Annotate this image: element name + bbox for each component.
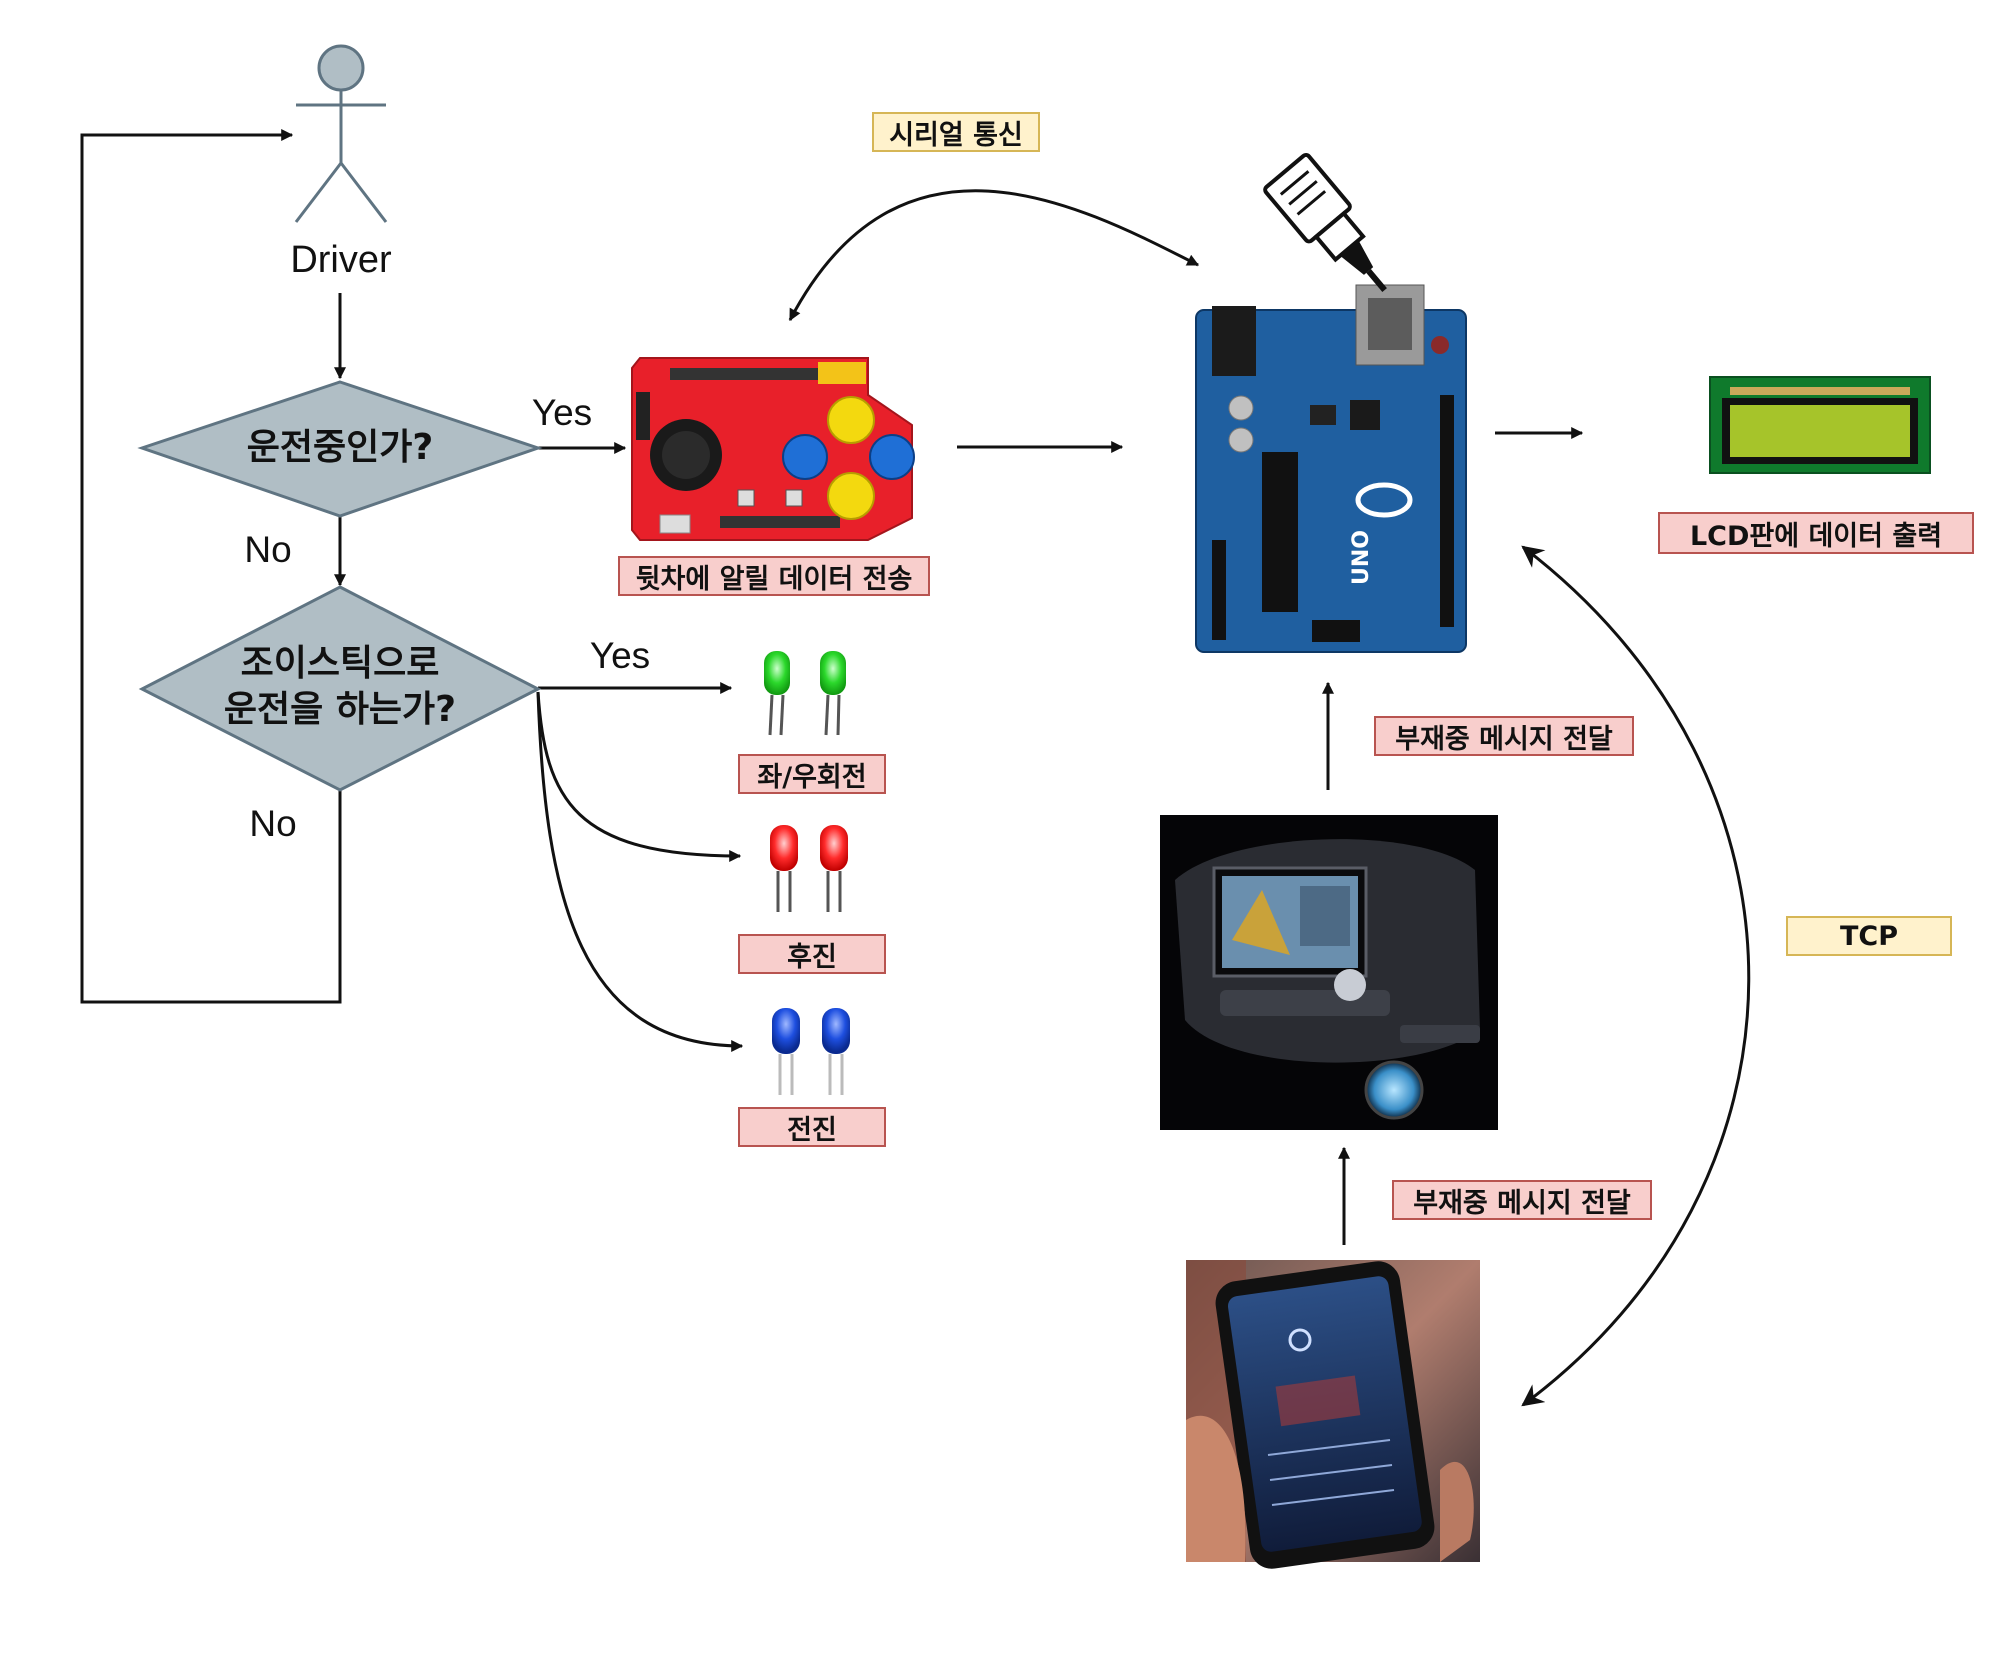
decision-driving [137, 380, 543, 518]
joystick-shield-image [631, 357, 915, 541]
reverse-label: 후진 [738, 934, 886, 974]
send-to-rear-car-label: 뒷차에 알릴 데이터 전송 [618, 556, 930, 596]
svg-text:UNO: UNO [1349, 530, 1374, 585]
lcd-display-image [1709, 376, 1931, 474]
absent-message-label-upper: 부재중 메시지 전달 [1374, 716, 1634, 756]
branch-no-joystick: No [249, 803, 296, 844]
forward-label: 전진 [738, 1107, 886, 1147]
car-navigation-display-photo [1160, 815, 1498, 1130]
driver-label: Driver [290, 239, 392, 281]
absent-message-label-lower: 부재중 메시지 전달 [1392, 1180, 1652, 1220]
decision-driving-text: 운전중인가? [247, 427, 433, 468]
branch-yes-driving: Yes [532, 392, 592, 433]
flow-connectors [80, 129, 1751, 1407]
decision-joystick-text-line2: 운전을 하는가? [224, 689, 456, 730]
blue-led-pair [772, 1008, 850, 1095]
usb-plug-icon [1263, 153, 1387, 293]
decision-joystick-text-line1: 조이스틱으로 [241, 643, 440, 684]
driver-actor-icon [294, 44, 388, 223]
serial-communication-label: 시리얼 통신 [872, 112, 1040, 152]
tcp-label: TCP [1786, 916, 1952, 956]
lcd-output-label: LCD판에 데이터 출력 [1658, 512, 1974, 554]
branch-yes-joystick: Yes [590, 635, 650, 676]
red-led-pair [770, 825, 848, 912]
decision-joystick [138, 585, 542, 792]
green-led-pair [764, 651, 846, 736]
smartphone-in-hand-photo [1186, 1260, 1480, 1569]
branch-no-driving: No [244, 529, 291, 570]
turn-label: 좌/우회전 [738, 754, 886, 794]
arduino-uno-image: UNO [1195, 284, 1467, 653]
